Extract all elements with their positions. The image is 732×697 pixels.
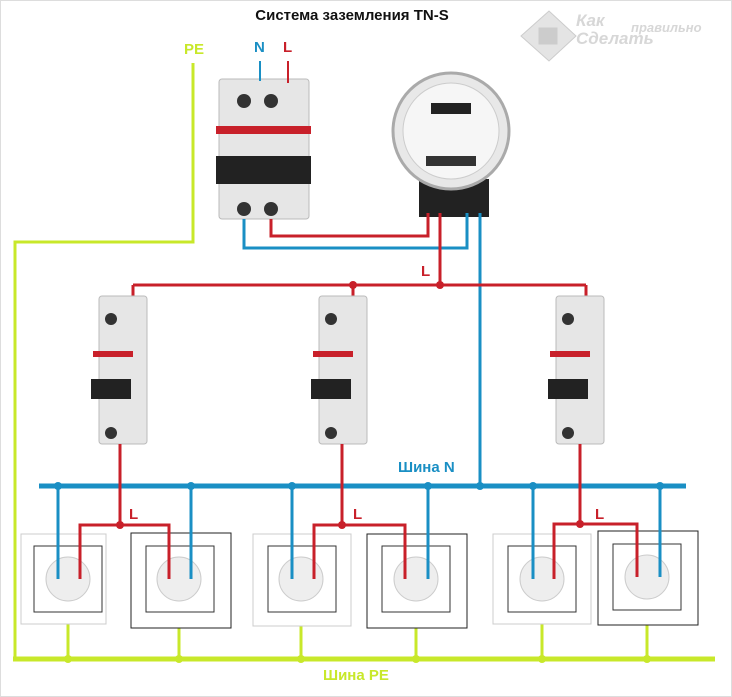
n-label: N bbox=[254, 39, 265, 56]
sockets bbox=[20, 530, 699, 629]
breaker-2 bbox=[311, 295, 368, 445]
logo-house-icon bbox=[520, 10, 577, 62]
diagram-title: Система заземления TN-S bbox=[255, 7, 449, 24]
bus-n-label: Шина N bbox=[398, 459, 455, 476]
bus-pe-label: Шина PE bbox=[323, 667, 389, 684]
l-label: L bbox=[283, 39, 293, 56]
electricity-meter bbox=[391, 71, 511, 217]
breaker-1 bbox=[91, 295, 148, 445]
double-pole-breaker bbox=[216, 78, 311, 220]
breaker-3 bbox=[548, 295, 605, 445]
l-group3-label: L bbox=[595, 506, 605, 523]
logo-text: Как bbox=[576, 11, 605, 30]
pe-junctions bbox=[64, 655, 651, 663]
l-main-label: L bbox=[421, 263, 431, 280]
logo-text: Сделать bbox=[576, 29, 654, 48]
site-logo: Как правильно Сделать bbox=[521, 11, 721, 56]
l-group2-label: L bbox=[353, 506, 363, 523]
logo-text: правильно bbox=[631, 20, 702, 35]
l-group1-label: L bbox=[129, 506, 139, 523]
pe-label: PE bbox=[184, 41, 205, 58]
